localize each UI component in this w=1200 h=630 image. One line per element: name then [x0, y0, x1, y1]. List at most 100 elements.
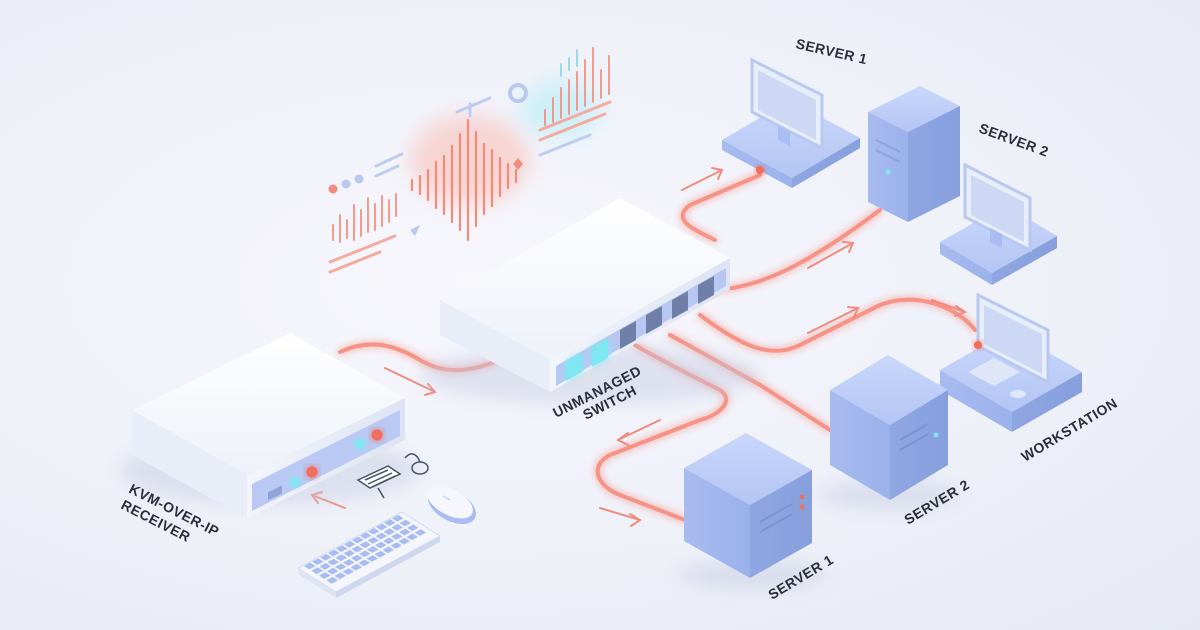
monitor-icon — [750, 57, 824, 151]
keyboard-key — [344, 540, 356, 548]
switch-port — [698, 276, 714, 304]
cable-switch-to-workstation — [698, 297, 977, 353]
keyboard-key — [375, 541, 387, 549]
keyboard-key — [334, 572, 346, 580]
switch-port — [646, 306, 662, 334]
keyboard-key — [368, 527, 380, 535]
kvm-receiver — [120, 333, 420, 518]
server1-top — [722, 57, 860, 188]
keyboard-key — [336, 545, 348, 552]
kvm-led-cyan — [290, 477, 300, 487]
server1-bottom — [677, 433, 827, 591]
cyan-bars — [560, 49, 578, 77]
keyboard-key — [391, 524, 403, 531]
keyboard-key — [328, 549, 340, 557]
keyboard-key — [376, 523, 388, 531]
keyboard-icon — [297, 511, 441, 598]
keyboard-key — [312, 558, 324, 565]
monitor-icon — [963, 162, 1032, 253]
arrow-icon — [599, 507, 642, 527]
keyboard-key — [311, 567, 323, 575]
cable-switch-to-server1-top — [680, 173, 762, 242]
unmanaged-switch — [420, 198, 760, 405]
keyboard-key — [406, 533, 418, 541]
keyboard-key — [383, 537, 395, 545]
kvm-top — [132, 333, 405, 475]
diamond-icon — [513, 158, 523, 170]
cable-switch-to-server2-bottom — [668, 333, 832, 432]
keyboard-key — [367, 546, 379, 553]
waveform-icon — [410, 118, 518, 242]
arrow-icon — [807, 241, 855, 269]
console-icons — [356, 453, 429, 499]
label-server1-top: SERVER 1 — [794, 35, 869, 67]
keyboard-key — [350, 563, 362, 571]
keyboard-icon — [968, 358, 1020, 386]
keyboard-key — [360, 532, 372, 539]
keyboard-key — [359, 541, 371, 549]
keyboard-key — [384, 519, 396, 526]
arrow-icon — [931, 299, 968, 317]
text-lines — [328, 96, 612, 274]
monitor-icon — [976, 292, 1050, 385]
keyboard-key — [382, 546, 394, 554]
mouse-icon — [1010, 390, 1026, 398]
keyboard-key — [342, 568, 354, 575]
kvm-led-red-2 — [371, 429, 383, 441]
keyboard-key — [367, 537, 379, 544]
server2-top-monitor — [940, 162, 1057, 285]
kvm-left-side — [132, 410, 247, 518]
keyboard-key — [304, 562, 316, 570]
keyboard-key — [375, 532, 387, 540]
server2-bottom — [820, 355, 960, 511]
keyboard-key — [399, 519, 411, 527]
keyboard-key — [319, 572, 331, 579]
mouse-icon — [404, 453, 429, 475]
keyboard-key — [351, 554, 363, 562]
keyboard-key — [351, 545, 363, 553]
keyboard-key — [319, 563, 331, 570]
bar-graph-left — [332, 193, 397, 243]
keyboard-key — [327, 567, 339, 575]
arrow-icon — [384, 367, 437, 396]
switch-port — [620, 321, 636, 349]
keyboard-key — [343, 550, 355, 557]
keyboard-key — [359, 550, 371, 558]
keyboard-key — [327, 558, 339, 566]
waveform-panel — [328, 47, 612, 274]
kvm-front-bezel — [252, 410, 400, 511]
cable-switch-to-server2-top — [718, 208, 882, 292]
keyboard-key — [343, 559, 355, 566]
monitor-icon — [356, 465, 402, 499]
keyboard-key — [326, 576, 338, 584]
keyboard-key — [320, 553, 332, 561]
switch-ports — [566, 276, 714, 381]
keyboard-key — [374, 550, 386, 558]
triangle-icon — [410, 225, 420, 236]
switch-port — [672, 291, 688, 319]
server2-top-tower — [868, 86, 960, 222]
kvm-led-cyan-2 — [355, 439, 365, 449]
arrow-icon — [616, 419, 661, 446]
dots — [328, 174, 364, 194]
kvm-port — [268, 485, 282, 501]
switch-port — [566, 353, 582, 381]
keyboard-key — [352, 536, 364, 544]
arrow-icon — [807, 306, 860, 334]
label-server2-top: SERVER 2 — [977, 120, 1051, 160]
arrow-icon — [681, 167, 724, 191]
keyboard-key — [335, 563, 347, 571]
bar-graph-right — [544, 47, 610, 126]
keyboard-key — [407, 524, 419, 532]
keyboard-key — [366, 555, 378, 562]
keyboard-key — [383, 528, 395, 536]
mouse-icon — [427, 485, 477, 525]
keyboard-key — [414, 529, 426, 536]
ring-icon — [508, 83, 528, 103]
keyboard-key — [390, 542, 402, 549]
keyboard-key — [392, 514, 404, 522]
keyboard-key — [358, 559, 370, 567]
keyboard-key — [399, 528, 411, 536]
